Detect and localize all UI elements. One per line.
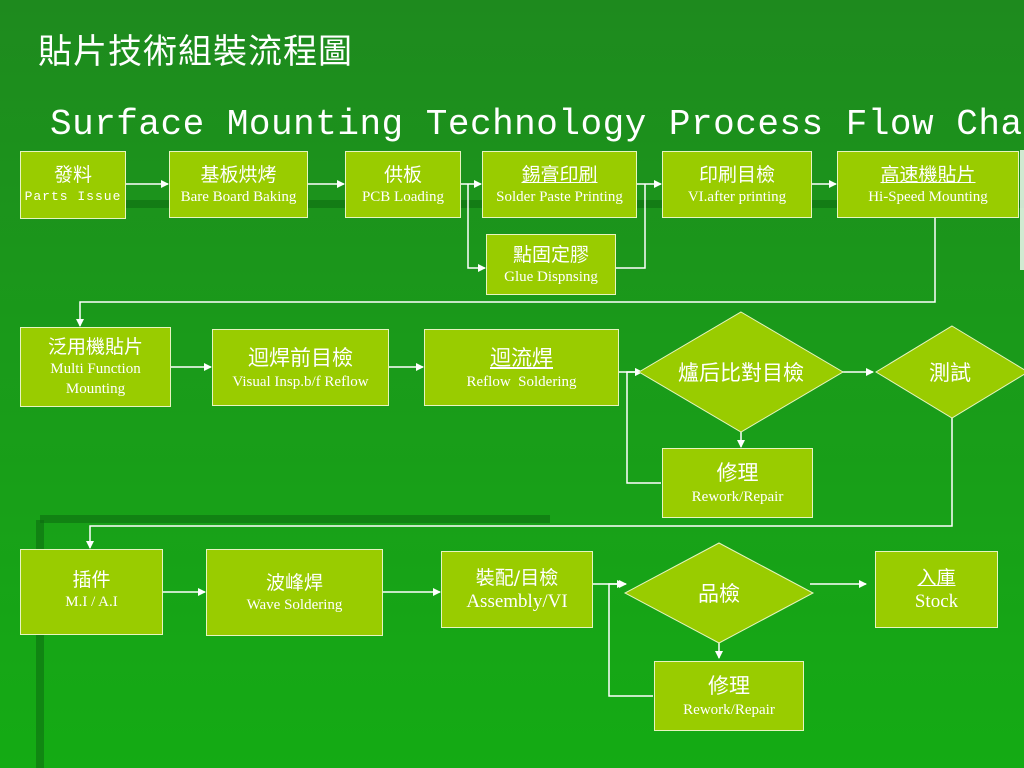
step-solder-paste-printing: 錫膏印刷 Solder Paste Printing [482, 151, 637, 218]
diamond-testing-label: 測試 [929, 361, 971, 385]
step-visual-insp-before-reflow: 迴焊前目檢 Visual Insp.b/f Reflow [212, 329, 389, 406]
step-multi-function-mounting-en: Multi Function Mounting [50, 361, 141, 397]
step-assembly-vi-en: Assembly/VI [466, 590, 568, 612]
step-rework-repair-1: 修理 Rework/Repair [662, 448, 813, 518]
step-pcb-loading-en: PCB Loading [361, 188, 445, 205]
step-stock: 入庫 Stock [875, 551, 998, 628]
step-pcb-loading: 供板 PCB Loading [345, 151, 461, 218]
step-bare-board-baking: 基板烘烤 Bare Board Baking [169, 151, 308, 218]
arrow-pcb-to-glue [467, 184, 486, 272]
step-insertion-en: M.I / A.I [65, 594, 118, 610]
step-hi-speed-mounting-zh: 高速機貼片 [880, 163, 976, 186]
decorative-stripe-right [1020, 150, 1024, 270]
page-title-chinese: 貼片技術組裝流程圖 [38, 32, 353, 72]
step-rework-repair-2-zh: 修理 [708, 674, 750, 698]
step-glue-dispensing-zh: 點固定膠 [512, 243, 589, 266]
diamond-post-reflow-inspection [638, 311, 844, 433]
step-multi-function-mounting-zh: 泛用機貼片 [47, 336, 143, 358]
step-hi-speed-mounting-en: Hi-Speed Mounting [868, 188, 988, 205]
step-hi-speed-mounting: 高速機貼片 Hi-Speed Mounting [837, 151, 1019, 218]
diamond-quality-inspection-label: 品檢 [698, 582, 740, 606]
arrow-rework1-to-postinsp [626, 368, 661, 484]
step-rework-repair-2: 修理 Rework/Repair [654, 661, 804, 731]
diamond-post-reflow-inspection-label: 爐后比對目檢 [678, 361, 804, 385]
step-solder-paste-printing-zh: 錫膏印刷 [521, 163, 598, 186]
step-stock-en: Stock [914, 590, 959, 612]
step-parts-issue-zh: 發料 [53, 164, 92, 186]
step-glue-dispensing: 點固定膠 Glue Dispnsing [486, 234, 616, 295]
arrow-hispeed-to-multifunction [76, 218, 936, 327]
step-insertion: 插件 M.I / A.I [20, 549, 163, 635]
decorative-stripe-left [36, 520, 44, 768]
step-vi-after-printing: 印刷目檢 VI.after printing [662, 151, 812, 218]
arrow-rework2-to-qc [608, 580, 653, 697]
step-insertion-zh: 插件 [72, 569, 111, 591]
step-pcb-loading-zh: 供板 [383, 163, 422, 186]
step-solder-paste-printing-en: Solder Paste Printing [496, 188, 623, 205]
step-visual-insp-before-reflow-zh: 迴焊前目檢 [248, 345, 353, 370]
step-vi-after-printing-zh: 印刷目檢 [698, 163, 775, 186]
step-parts-issue-en: Parts Issue [24, 189, 122, 204]
step-bare-board-baking-en: Bare Board Baking [180, 188, 297, 205]
step-visual-insp-before-reflow-en: Visual Insp.b/f Reflow [232, 373, 369, 390]
step-bare-board-baking-zh: 基板烘烤 [200, 163, 277, 186]
step-glue-dispensing-en: Glue Dispnsing [504, 268, 598, 285]
step-reflow-soldering: 迴流焊 Reflow Soldering [424, 329, 619, 406]
step-reflow-soldering-zh: 迴流焊 [490, 345, 553, 370]
step-rework-repair-1-zh: 修理 [716, 461, 759, 485]
decorative-stripe-middle [40, 515, 550, 523]
step-vi-after-printing-en: VI.after printing [687, 188, 787, 205]
arrow-glue-to-vi [616, 184, 646, 269]
diamond-quality-inspection [623, 542, 815, 644]
step-reflow-soldering-en: Reflow Soldering [466, 373, 577, 390]
step-rework-repair-1-en: Rework/Repair [691, 489, 784, 505]
step-multi-function-mounting: 泛用機貼片 Multi Function Mounting [20, 327, 171, 407]
arrow-test-to-insertion [86, 418, 953, 549]
step-wave-soldering-en: Wave Soldering [246, 596, 343, 613]
page-title-english: Surface Mounting Technology Process Flow… [50, 104, 1024, 145]
step-rework-repair-2-en: Rework/Repair [683, 702, 775, 718]
step-wave-soldering: 波峰焊 Wave Soldering [206, 549, 383, 636]
step-assembly-vi: 裝配/目檢 Assembly/VI [441, 551, 593, 628]
step-assembly-vi-zh: 裝配/目檢 [475, 566, 559, 589]
step-parts-issue: 發料 Parts Issue [20, 151, 126, 219]
step-stock-zh: 入庫 [917, 566, 956, 589]
step-wave-soldering-zh: 波峰焊 [265, 571, 323, 594]
diamond-testing [875, 325, 1024, 419]
